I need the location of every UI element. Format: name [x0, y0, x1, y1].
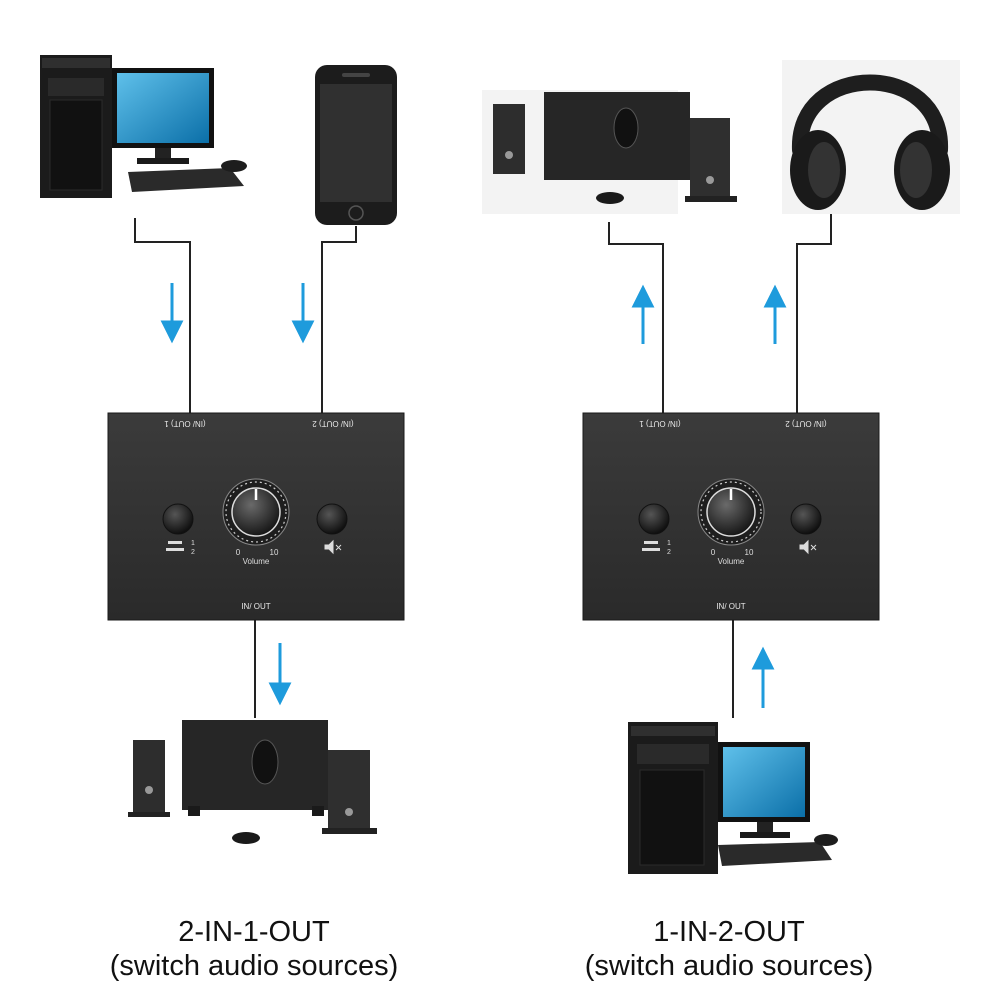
wire-switch-to-speakers: [608, 222, 664, 413]
selector-2-label: 2: [667, 549, 671, 556]
volume-label: Volume: [243, 557, 270, 566]
arrow-down-icon: [268, 643, 292, 706]
wire-switch-to-headphones: [796, 214, 832, 413]
desktop-pc-icon: [628, 722, 838, 874]
audio-switch-box: (IN/ OUT) 1 (IN/ OUT) 2 1 2 0 10 Volume …: [107, 412, 405, 621]
volume-knob[interactable]: [706, 487, 756, 537]
arrow-up-icon: [751, 646, 775, 708]
selector-icon: [642, 541, 660, 551]
arrow-up-icon: [763, 284, 787, 344]
arrow-up-icon: [631, 284, 655, 344]
selector-2-label: 2: [191, 549, 195, 556]
volume-label: Volume: [718, 557, 745, 566]
port1-label: (IN/ OUT) 1: [639, 419, 681, 428]
volume-min-label: 0: [711, 548, 716, 557]
speakers-icon: [128, 720, 377, 844]
left-caption-subtitle: (switch audio sources): [110, 950, 399, 982]
selector-button[interactable]: [162, 503, 194, 535]
selector-1-label: 1: [667, 540, 671, 547]
volume-min-label: 0: [236, 548, 241, 557]
volume-max-label: 10: [745, 548, 754, 557]
port1-label: (IN/ OUT) 1: [164, 419, 206, 428]
volume-knob[interactable]: [231, 487, 281, 537]
selector-icon: [166, 541, 184, 551]
audio-switch-box: (IN/ OUT) 1 (IN/ OUT) 2 1 2 0 10 Volume …: [582, 412, 880, 621]
arrow-down-icon: [291, 283, 315, 344]
port2-label: (IN/ OUT) 2: [312, 419, 354, 428]
mute-icon: [799, 539, 817, 555]
mute-button[interactable]: [316, 503, 348, 535]
volume-max-label: 10: [270, 548, 279, 557]
left-caption-title: 2-IN-1-OUT: [178, 916, 330, 948]
desktop-pc-icon: [40, 55, 247, 198]
selector-1-label: 1: [191, 540, 195, 547]
arrow-down-icon: [160, 283, 184, 344]
port2-label: (IN/ OUT) 2: [785, 419, 827, 428]
right-caption-title: 1-IN-2-OUT: [653, 916, 805, 948]
mute-icon: [324, 539, 342, 555]
in-out-label: IN/ OUT: [716, 602, 745, 611]
selector-button[interactable]: [638, 503, 670, 535]
speakers-icon: [482, 90, 737, 214]
wire-pc-to-switch: [134, 218, 191, 413]
right-caption-subtitle: (switch audio sources): [585, 950, 874, 982]
mute-button[interactable]: [790, 503, 822, 535]
headphones-icon: [782, 60, 960, 214]
smartphone-icon: [315, 65, 397, 225]
wire-phone-to-switch: [321, 226, 357, 413]
in-out-label: IN/ OUT: [241, 602, 270, 611]
